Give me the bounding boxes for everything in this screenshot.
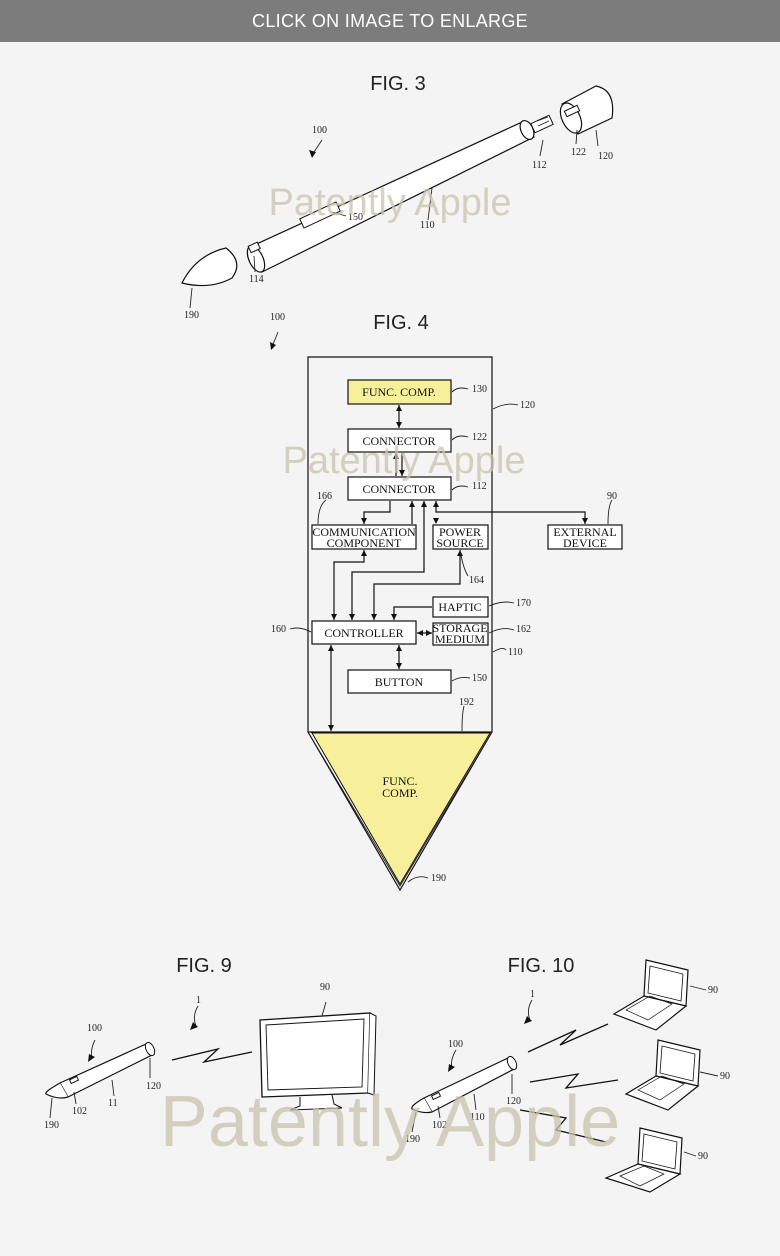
stylus-outline-110 [307,356,493,892]
fig3-ref-114: 114 [249,274,264,285]
fig10-ref-90-bottom: 90 [698,1151,708,1162]
external-label-2: DEVICE [563,536,607,550]
button-label: BUTTON [375,675,424,689]
fig4-ref-130: 130 [472,384,487,395]
fig4-ref-166: 166 [317,491,332,502]
func-comp-box-130 [347,379,452,405]
fig4-ref-190: 190 [431,873,446,884]
fig10-ref-102: 102 [432,1120,447,1131]
cap-120 [559,85,614,135]
fig4-ref-164: 164 [469,575,484,586]
external-label-1: EXTERNAL [553,525,616,539]
tip-190 [181,247,238,287]
haptic-label: HAPTIC [438,600,481,614]
fig4-ref-100: 100 [270,312,285,323]
fig4-ref-110: 110 [508,647,523,658]
storage-medium-box-162 [432,622,489,646]
stylus-body [246,114,554,273]
fig10: FIG. 10 1 90 90 90 [405,955,730,1193]
external-device-box-90 [547,524,623,550]
connector-box-112 [347,476,452,501]
power-label-1: POWER [439,525,481,539]
controller-box-160 [311,620,417,645]
fig4-ref-122: 122 [472,432,487,443]
fig4-ref-112: 112 [472,481,487,492]
fig4-ref-170: 170 [516,598,531,609]
power-source-box-164 [432,524,489,550]
fig3-ref-122: 122 [571,147,586,158]
fig10-ref-110: 110 [470,1112,485,1123]
fig3-ref-150: 150 [348,212,363,223]
fig9-ref-100: 100 [87,1023,102,1034]
fig9-ref-90: 90 [320,982,330,993]
fig3-ref-120: 120 [598,151,613,162]
fig10-ref-120: 120 [506,1096,521,1107]
connector-top-label: CONNECTOR [362,434,435,448]
fig3-title: FIG. 3 [370,73,426,95]
power-label-2: SOURCE [436,536,483,550]
fig4-ref-120: 120 [520,400,535,411]
fig4-title: FIG. 4 [373,312,429,334]
laptop-bottom [604,1127,683,1193]
fig10-ref-100: 100 [448,1039,463,1050]
fig10-ref-90-top: 90 [708,985,718,996]
monitor-90 [259,1012,377,1111]
fig4: FIG. 4 100 FUNC. COMP. FUNC. COMP. CONNE… [270,312,623,892]
connector-box-122 [347,428,452,453]
fig4-ref-150: 150 [472,673,487,684]
fig10-ref-1: 1 [530,989,535,1000]
comm-label-1: COMMUNICATION [312,525,416,539]
fig9: FIG. 9 1 90 100 190 102 11 1 [44,955,377,1131]
fig4-ref-192: 192 [459,697,474,708]
fig9-ref-190: 190 [44,1120,59,1131]
wireless-signal-1 [527,1023,609,1053]
enlarge-banner[interactable]: CLICK ON IMAGE TO ENLARGE [0,0,780,42]
storage-label-2: MEDIUM [435,632,485,646]
watermark-bottom: Patently Apple [160,1082,620,1162]
fig3-ref-190: 190 [184,310,199,321]
haptic-box-170 [432,596,489,618]
communication-box-166 [311,524,417,550]
tip-func-label-2: COMP. [382,786,418,800]
fig9-ref-120: 120 [146,1081,161,1092]
fig10-ref-190: 190 [405,1134,420,1145]
fig9-ref-102: 102 [72,1106,87,1117]
fig9-title: FIG. 9 [176,955,232,977]
fig3: FIG. 3 [181,73,614,321]
fig10-stylus [411,1055,518,1114]
wireless-signal [171,1047,253,1064]
tip-func-comp-highlight [311,732,491,885]
comm-label-2: COMPONENT [327,536,402,550]
laptop-middle [624,1039,701,1111]
button-box-150 [347,669,452,694]
func-comp-label: FUNC. COMP. [362,385,436,399]
fig3-ref-110: 110 [420,220,435,231]
fig10-title: FIG. 10 [508,955,575,977]
fig9-ref-11: 11 [108,1098,118,1109]
laptop-top [612,959,689,1031]
wireless-signal-2 [529,1073,619,1089]
wireless-signal-3 [519,1109,607,1143]
fig4-leaders [289,387,613,883]
watermark-fig4: Patently Apple [283,440,526,482]
connector-bottom-label: CONNECTOR [362,482,435,496]
controller-label: CONTROLLER [324,626,403,640]
fig9-stylus [45,1041,156,1099]
tip-func-label-1: FUNC. [382,774,417,788]
fig4-ref-160: 160 [271,624,286,635]
fig4-connections [328,405,588,731]
fig3-ref-100: 100 [312,125,327,136]
fig9-ref-1: 1 [196,995,201,1006]
fig4-ref-162: 162 [516,624,531,635]
fig3-ref-112: 112 [532,160,547,171]
storage-label-1: STORAGE [432,621,487,635]
fig4-ref-90: 90 [607,491,617,502]
watermark-fig3: Patently Apple [269,182,512,224]
fig10-ref-90-middle: 90 [720,1071,730,1082]
